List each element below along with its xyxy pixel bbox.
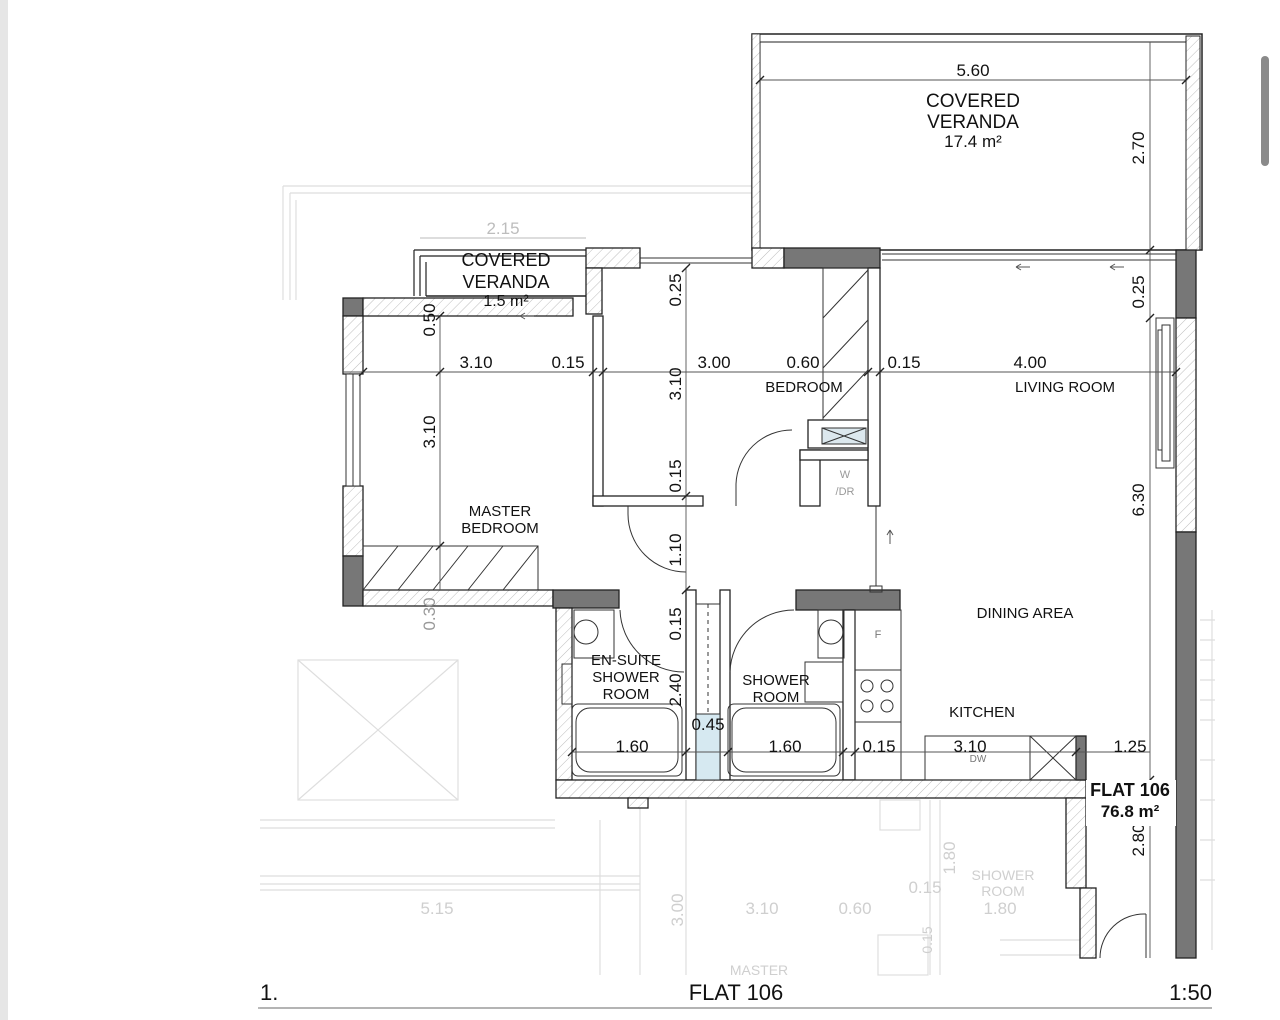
dim-top-bedroom-wall: 0.25 [666,273,685,306]
ensuite-label-2: SHOWER [592,669,660,686]
fridge-label: F [875,629,882,641]
svg-text:3.10: 3.10 [745,899,778,918]
dishwasher-label: DW [970,754,987,765]
flat-label-name: FLAT 106 [1090,780,1170,800]
dim-kitchen-wall: 0.15 [862,737,895,756]
dimension-ticks [358,75,1191,785]
dim-master-wall: 0.50 [420,303,439,336]
covered-veranda-small [413,249,586,297]
svg-text:SHOWER: SHOWER [972,867,1035,883]
sheet-number: 1. [260,980,278,1005]
ensuite-label-3: ROOM [603,686,650,703]
dim-master-depth: 3.10 [420,415,439,448]
ensuite-label-1: EN-SUITE [591,652,661,669]
wardrobe-label-1: W [840,469,851,481]
svg-text:3.00: 3.00 [668,893,687,926]
dim-living-right: 1.25 [1113,737,1146,756]
dim-bedroom-width: 3.00 [697,353,730,372]
living-room-label: LIVING ROOM [1015,379,1115,396]
bedroom-label: BEDROOM [765,379,843,396]
shower-room-label-1: SHOWER [742,672,810,689]
plan-scale: 1:50 [1169,980,1212,1005]
viewer-left-edge [0,0,8,1020]
title-block: 1. FLAT 106 1:50 [258,980,1212,1009]
dim-living-width: 4.00 [1013,353,1046,372]
svg-text:0.15: 0.15 [919,926,935,953]
windows [345,253,1176,487]
svg-text:MASTER: MASTER [730,962,788,978]
svg-text:5.15: 5.15 [420,899,453,918]
svg-text:ROOM: ROOM [981,883,1025,899]
svg-text:1.80: 1.80 [940,841,959,874]
svg-text:0.60: 0.60 [838,899,871,918]
dim-master-bottom-wall: 0.30 [420,597,439,630]
flat-label-area: 76.8 m² [1101,802,1160,821]
veranda-small-label-1: COVERED [461,250,550,270]
dim-corridor: 1.10 [666,533,685,566]
veranda-small-area: 1.5 m² [483,293,529,310]
dim-lower-depth: 2.80 [1129,823,1148,856]
dim-partition-1: 0.15 [551,353,584,372]
dimension-labels: 5.60 2.70 2.15 0.25 0.25 0.50 3.10 0.15 … [420,61,1148,857]
dim-living-depth: 6.30 [1129,483,1148,516]
veranda-large-label-1: COVERED [926,91,1020,112]
veranda-small-label-2: VERANDA [462,272,549,292]
master-bedroom-label-2: BEDROOM [461,520,539,537]
dining-area-label: DINING AREA [977,605,1074,622]
dim-kitchen-width: 3.10 [953,737,986,756]
plan-title: FLAT 106 [689,980,784,1005]
door-swings [619,429,1147,959]
dim-small-veranda-width: 2.15 [486,219,519,238]
dim-shower-wall: 0.15 [666,607,685,640]
shower-room-label-2: ROOM [753,689,800,706]
dimension-lines [343,42,1186,958]
dim-duct: 0.45 [691,715,724,734]
veranda-large-label-2: VERANDA [927,112,1019,133]
dim-bedroom-wall: 0.15 [666,459,685,492]
dim-master-width: 3.10 [459,353,492,372]
dim-veranda-width: 5.60 [956,61,989,80]
master-bedroom-label-1: MASTER [469,503,532,520]
veranda-large-area: 17.4 m² [944,132,1002,151]
dim-wardrobe-depth: 0.60 [786,353,819,372]
dim-shower-width: 1.60 [768,737,801,756]
svg-text:0.15: 0.15 [908,878,941,897]
dim-bedroom-depth: 3.10 [666,367,685,400]
vertical-scrollbar-thumb[interactable] [1261,56,1269,166]
dim-partition-2: 0.15 [887,353,920,372]
dim-shower-depth: 2.40 [666,673,685,706]
fixtures [362,267,1077,781]
svg-text:1.80: 1.80 [983,899,1016,918]
wardrobe-label-2: /DR [836,486,855,498]
kitchen-label: KITCHEN [949,704,1015,721]
flat-label: FLAT 106 76.8 m² [1086,780,1176,826]
faded-dimensions: 5.15 3.00 3.10 0.60 1.80 0.15 SHOWER ROO… [420,841,1034,978]
dim-veranda-depth: 2.70 [1129,131,1148,164]
room-labels: COVERED VERANDA 17.4 m² COVERED VERANDA … [461,91,1115,765]
direction-arrows [519,263,1124,544]
dim-ensuite-width: 1.60 [615,737,648,756]
dim-top-right-wall: 0.25 [1129,275,1148,308]
